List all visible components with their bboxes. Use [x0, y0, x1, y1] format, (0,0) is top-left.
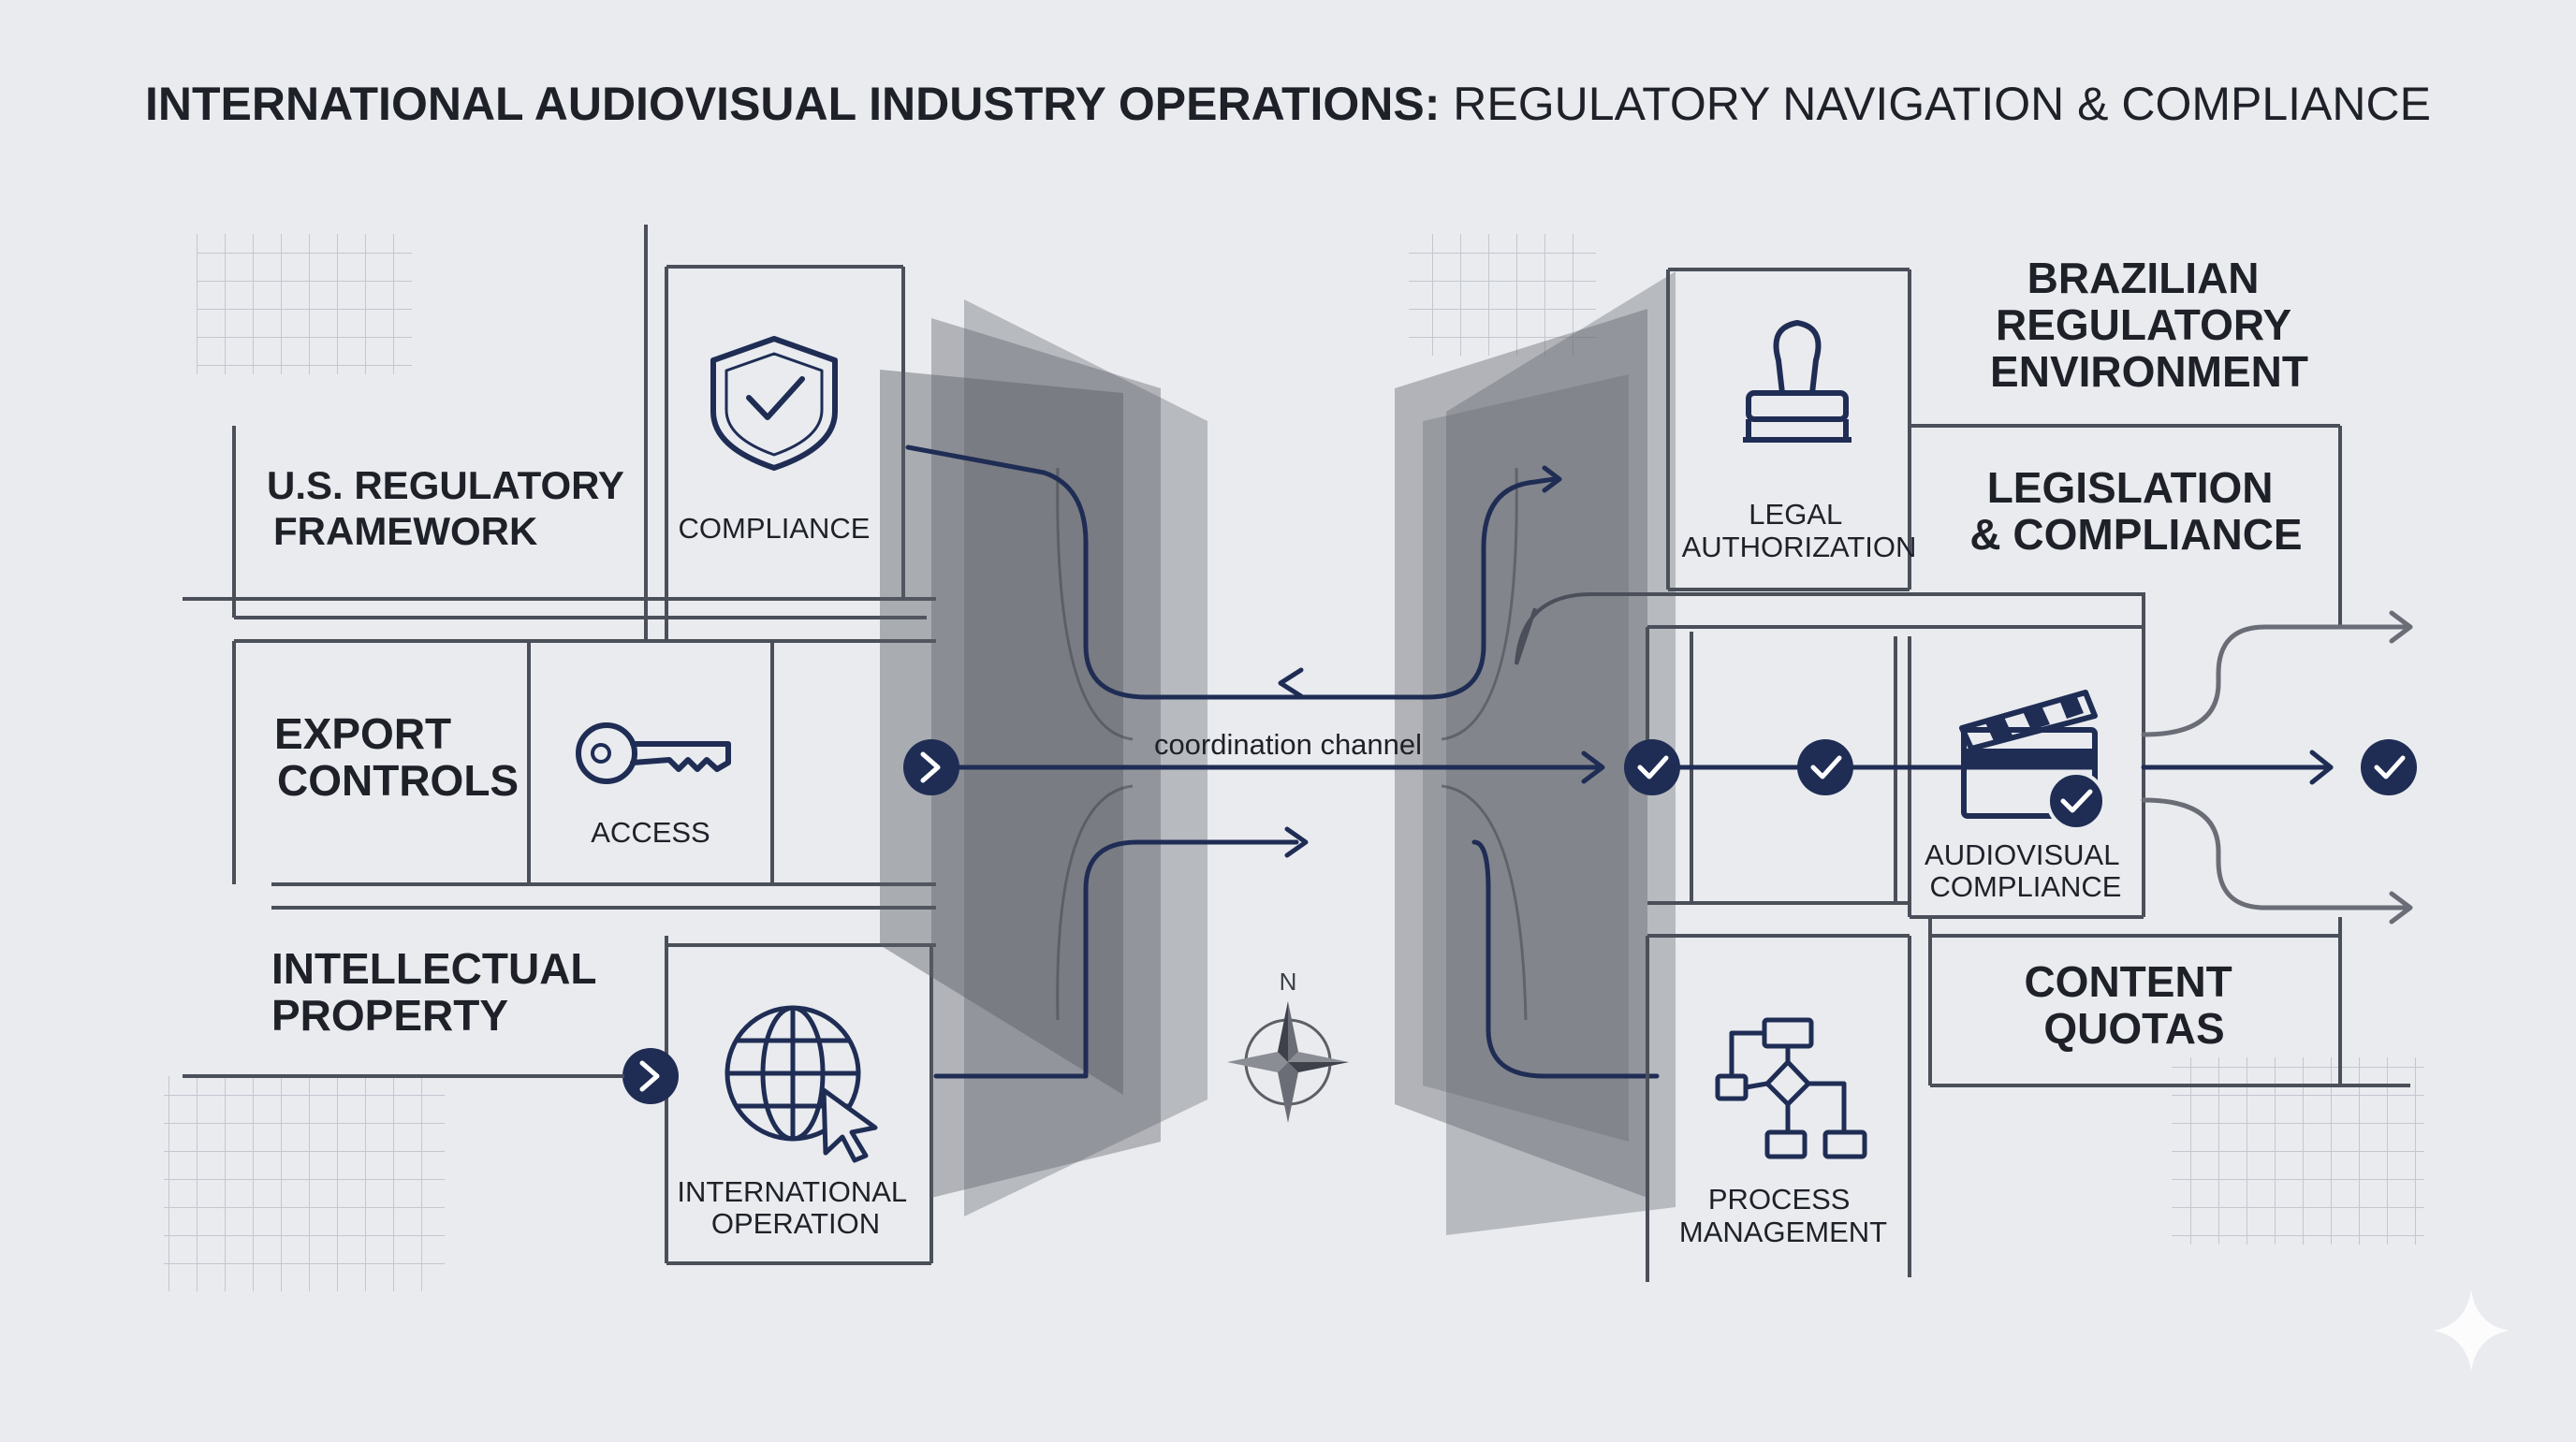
- clapperboard-icon: [1959, 690, 2106, 831]
- br-flow-lines: [1649, 750, 2334, 785]
- compass-icon: N: [1227, 968, 1349, 1123]
- br-grey-branch-lines: [2141, 610, 2413, 925]
- process-management-label: PROCESS MANAGEMENT: [1679, 1183, 1887, 1248]
- page-title: INTERNATIONAL AUDIOVISUAL INDUSTRY OPERA…: [145, 78, 2431, 130]
- check-node-2: [1797, 739, 1853, 795]
- us-regulatory-framework-label: U.S. REGULATORY FRAMEWORK: [267, 463, 635, 553]
- decor-grid-bottom-right: [2172, 1057, 2424, 1245]
- panel-outline-lines: [1056, 467, 1528, 1021]
- title-bold: INTERNATIONAL AUDIOVISUAL INDUSTRY OPERA…: [145, 78, 1440, 130]
- chevron-node-export: [903, 739, 959, 795]
- flow-arrowheads: [1278, 465, 1605, 858]
- access-label: ACCESS: [591, 816, 710, 849]
- check-node-1: [1624, 739, 1680, 795]
- legislation-compliance-label: LEGISLATION & COMPLIANCE: [1969, 463, 2302, 559]
- flow-lines: [905, 444, 1660, 1079]
- compliance-label: COMPLIANCE: [679, 512, 871, 545]
- flowchart-icon: [1715, 1017, 1867, 1159]
- brazilian-environment-label: BRAZILIAN REGULATORY ENVIRONMENT: [1990, 254, 2308, 396]
- export-controls-label: EXPORT CONTROLS: [274, 709, 519, 805]
- key-icon: [576, 722, 731, 784]
- international-operation-label: INTERNATIONAL OPERATION: [677, 1175, 914, 1240]
- stamp-icon: [1743, 320, 1852, 443]
- intellectual-property-label: INTELLECTUAL PROPERTY: [271, 944, 607, 1040]
- us-structure-lines: [183, 225, 936, 1265]
- right-translucent-panels: [1395, 271, 1676, 1235]
- shield-icon: [710, 336, 838, 471]
- content-quotas-label: CONTENT QUOTAS: [2024, 957, 2244, 1053]
- compass-north-letter: N: [1280, 968, 1297, 996]
- decor-grid-bottom-left: [164, 1076, 445, 1291]
- br-structure-lines: [1515, 268, 2410, 1282]
- check-node-final: [2361, 739, 2417, 795]
- legal-authorization-label: LEGAL AUTHORIZATION: [1682, 498, 1917, 563]
- chevron-node-ip: [622, 1048, 679, 1104]
- title-light: REGULATORY NAVIGATION & COMPLIANCE: [1440, 78, 2431, 130]
- coordination-channel-label: coordination channel: [1154, 728, 1422, 761]
- cursor-icon: [821, 1087, 878, 1163]
- audiovisual-compliance-label: AUDIOVISUAL COMPLIANCE: [1925, 838, 2127, 903]
- sparkle-icon: [2434, 1289, 2509, 1372]
- decor-grid-top-left: [197, 234, 412, 374]
- decor-grid-top-center: [1409, 234, 1596, 356]
